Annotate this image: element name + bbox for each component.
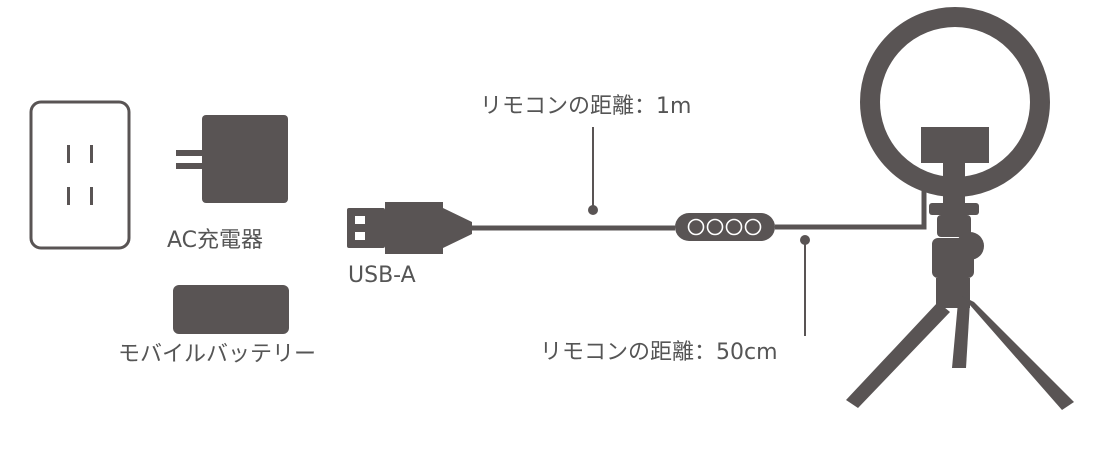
usb-a-plug-icon bbox=[347, 202, 472, 254]
tripod-icon bbox=[846, 215, 1074, 410]
distance-leader-1m bbox=[588, 127, 598, 215]
remote-distance-50cm-label: リモコンの距離：50cm bbox=[540, 340, 778, 365]
cable-remote-to-light bbox=[775, 178, 927, 230]
mobile-battery-icon bbox=[173, 285, 289, 334]
ring-light-icon bbox=[860, 7, 1050, 215]
usb-a-label: USB-A bbox=[348, 263, 416, 288]
remote-distance-1m-label: リモコンの距離：1m bbox=[480, 94, 692, 119]
ac-charger-label: AC充電器 bbox=[167, 228, 264, 253]
mobile-battery-label: モバイルバッテリー bbox=[118, 342, 317, 367]
wall-outlet-icon bbox=[29, 100, 131, 250]
remote-control-icon bbox=[675, 213, 775, 241]
ac-charger-icon bbox=[176, 115, 288, 203]
distance-leader-50cm bbox=[800, 235, 810, 336]
